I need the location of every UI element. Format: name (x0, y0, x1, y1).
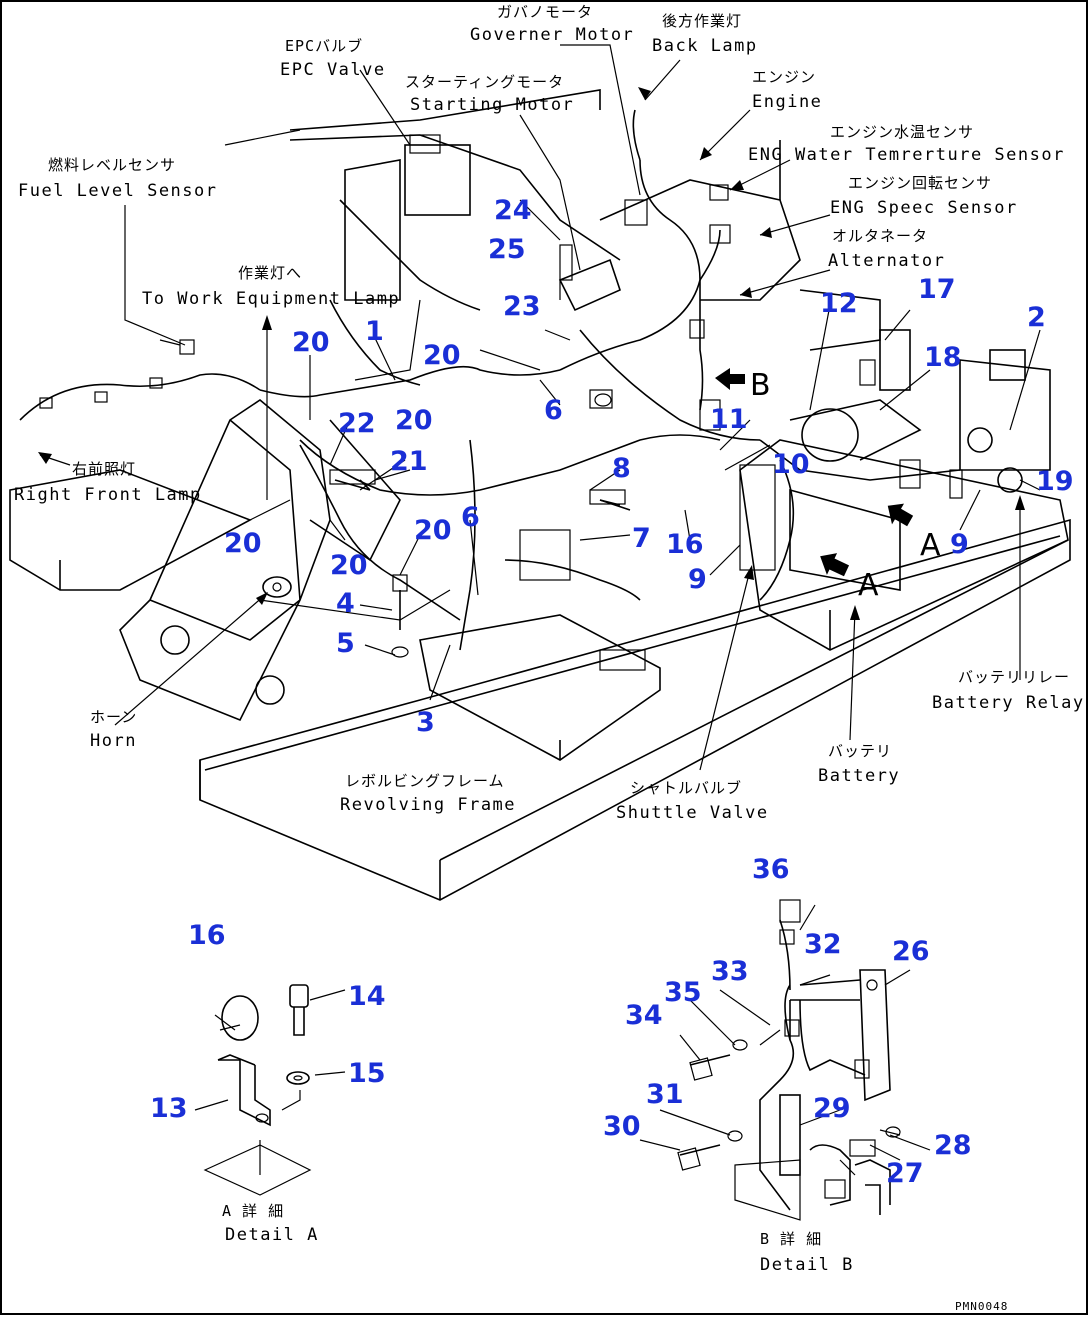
callout-20d: 20 (224, 528, 262, 559)
callout-9b: 9 (950, 529, 969, 560)
fuel-sensor-jp: 燃料レベルセンサ (48, 156, 176, 174)
detail-a-jp: A 詳 細 (222, 1202, 284, 1220)
callout-19: 19 (1036, 466, 1074, 497)
speed-sensor-jp: エンジン回転センサ (848, 174, 992, 192)
epc-valve-jp: EPCバルブ (285, 37, 363, 55)
callout-20a: 20 (292, 327, 330, 358)
callout-33: 33 (711, 956, 749, 987)
callout-25: 25 (488, 234, 526, 265)
work-lamp-label: To Work Equipment Lamp (142, 289, 400, 309)
callout-14: 14 (348, 981, 386, 1012)
callout-13: 13 (150, 1093, 188, 1124)
detail-b-label: Detail B (760, 1255, 854, 1275)
view-arrow-a2: A (820, 553, 879, 603)
back-lamp-jp: 後方作業灯 (662, 12, 742, 30)
callout-16a: 16 (188, 920, 226, 951)
revolving-frame-drawing (9, 439, 1071, 901)
callout-16b: 16 (666, 529, 704, 560)
callout-26: 26 (892, 936, 930, 967)
callout-36: 36 (752, 854, 790, 885)
front-lamp-label: Right Front Lamp (14, 485, 202, 505)
callout-17: 17 (918, 274, 956, 305)
frame-label: Revolving Frame (340, 795, 516, 815)
horn-jp: ホーン (90, 708, 137, 726)
harness-drawing (19, 89, 1051, 671)
callout-20e: 20 (330, 550, 368, 581)
water-sensor-jp: エンジン水温センサ (830, 123, 974, 141)
governor-motor-jp: ガバノモータ (497, 3, 593, 21)
callout-20f: 20 (414, 515, 452, 546)
callout-1: 1 (365, 316, 384, 347)
callout-29: 29 (813, 1093, 851, 1124)
shuttle-jp: シャトルバルブ (630, 779, 742, 797)
alternator-label: Alternator (828, 251, 945, 271)
callout-34: 34 (625, 1000, 663, 1031)
leader-lines (38, 44, 1041, 771)
callout-22: 22 (338, 408, 376, 439)
callout-4: 4 (336, 588, 355, 619)
detail-b-drawing (639, 899, 931, 1221)
callout-9a: 9 (688, 564, 707, 595)
view-arrow-a1: A (887, 503, 941, 563)
view-arrow-b: B (715, 368, 771, 403)
callout-7: 7 (632, 523, 651, 554)
callout-20c: 20 (395, 405, 433, 436)
callout-8: 8 (612, 453, 631, 484)
engine-jp: エンジン (752, 68, 816, 86)
callout-6a: 6 (544, 395, 563, 426)
speed-sensor-label: ENG Speec Sensor (830, 198, 1018, 218)
relay-jp: バッテリリレー (958, 668, 1070, 686)
view-a-label-2: A (858, 568, 879, 603)
callout-28: 28 (934, 1130, 972, 1161)
callout-10: 10 (772, 449, 810, 480)
callout-15: 15 (348, 1058, 386, 1089)
horn-label: Horn (90, 731, 137, 751)
back-lamp-label: Back Lamp (652, 36, 758, 56)
callout-3: 3 (416, 707, 435, 738)
callout-31: 31 (646, 1079, 684, 1110)
callout-2: 2 (1027, 302, 1046, 333)
water-sensor-label: ENG Water Temrerture Sensor (748, 145, 1065, 165)
alternator-jp: オルタネータ (832, 227, 928, 245)
text-labels: ガバノモータ Governer Motor 後方作業灯 Back Lamp EP… (14, 3, 1085, 1313)
fuel-sensor-label: Fuel Level Sensor (18, 181, 218, 201)
callout-12: 12 (820, 288, 858, 319)
callout-20b: 20 (423, 340, 461, 371)
engine-label: Engine (752, 92, 822, 112)
shuttle-label: Shuttle Valve (616, 803, 769, 823)
callout-35: 35 (664, 977, 702, 1008)
battery-jp: バッテリ (828, 742, 892, 760)
drawing-code: PMN0048 (955, 1300, 1008, 1313)
callout-21: 21 (390, 446, 428, 477)
epc-valve-label: EPC Valve (280, 60, 386, 80)
frame-jp: レボルビングフレーム (345, 772, 505, 790)
governor-motor-label: Governer Motor (470, 25, 634, 45)
starting-motor-jp: スターティングモータ (405, 73, 564, 91)
relay-label: Battery Relay (932, 693, 1085, 713)
detail-b-jp: B 詳 細 (760, 1230, 822, 1248)
detail-a-label: Detail A (225, 1225, 319, 1245)
front-lamp-jp: 右前照灯 (72, 460, 136, 478)
battery-label: Battery (818, 766, 900, 786)
callout-30: 30 (603, 1111, 641, 1142)
callout-32: 32 (804, 929, 842, 960)
starting-motor-label: Starting Motor (410, 95, 574, 115)
detail-a-drawing (194, 984, 346, 1196)
callout-27: 27 (886, 1158, 924, 1189)
part-callouts: 1 2 3 4 5 6 6 7 8 9 9 10 11 12 13 14 15 … (150, 195, 1074, 1189)
view-a-label-1: A (920, 528, 941, 563)
callout-18: 18 (924, 342, 962, 373)
work-lamp-jp: 作業灯へ (238, 264, 302, 282)
view-b-label: B (750, 368, 771, 403)
callout-23: 23 (503, 291, 541, 322)
callout-11: 11 (710, 404, 748, 435)
callout-6b: 6 (461, 502, 480, 533)
callout-24: 24 (494, 195, 532, 226)
callout-5: 5 (336, 628, 355, 659)
